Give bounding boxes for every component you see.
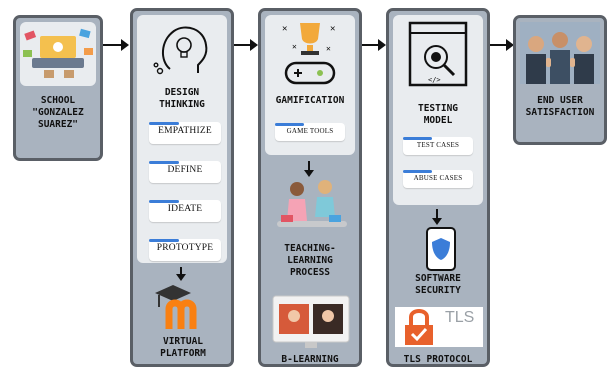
testing-model-panel: </> TESTING MODEL TEST CASES ABUSE CASES xyxy=(393,15,483,205)
game-tools-pill: GAME TOOLS xyxy=(275,123,345,141)
laptop-books-icon xyxy=(23,28,93,78)
school-box: SCHOOL "GONZALEZ SUAREZ" xyxy=(13,15,103,161)
arrow-school-to-design xyxy=(103,39,129,51)
arrow-testing-to-security xyxy=(432,209,442,225)
svg-text:✕: ✕ xyxy=(330,24,335,34)
test-cases-pill: TEST CASES xyxy=(403,137,473,155)
arrow-design-to-gamification xyxy=(234,39,258,51)
thumbs-up-people-icon xyxy=(520,22,600,84)
video-call-monitor-icon xyxy=(272,295,350,348)
svg-text:✕: ✕ xyxy=(282,24,287,34)
end-user-photo-frame xyxy=(520,22,600,84)
gamification-label: GAMIFICATION xyxy=(275,95,345,106)
lightbulb-head-icon xyxy=(153,26,208,75)
arrow-gamification-to-testing xyxy=(362,39,386,51)
step-define-label: DEFINE xyxy=(167,165,203,175)
tls-badge: TLS xyxy=(395,307,483,347)
design-thinking-box: DESIGN THINKING EMPATHIZE DEFINE IDEATE … xyxy=(130,8,234,367)
abuse-cases-pill: ABUSE CASES xyxy=(403,170,473,188)
school-label: SCHOOL "GONZALEZ SUAREZ" xyxy=(32,95,84,130)
bug-test-window-icon: </> xyxy=(408,21,468,87)
gamification-box: ✕ ✕ ✕ ✕ GAMIFICATION GAME TOOLS TEACHING… xyxy=(258,8,362,367)
b-learning-label: B-LEARNING xyxy=(281,354,339,365)
design-thinking-panel: DESIGN THINKING EMPATHIZE DEFINE IDEATE … xyxy=(137,15,227,263)
moodle-logo-icon xyxy=(155,285,197,329)
trophy-gamepad-icon: ✕ ✕ ✕ ✕ xyxy=(282,23,335,85)
step-empathize: EMPATHIZE xyxy=(149,122,221,144)
design-thinking-label: DESIGN THINKING xyxy=(159,87,205,110)
step-prototype-label: PROTOTYPE xyxy=(156,243,214,253)
abuse-cases-label: ABUSE CASES xyxy=(413,174,463,182)
test-cases-label: TEST CASES xyxy=(416,141,460,149)
students-reading-icon xyxy=(277,180,347,227)
arrow-gamification-to-teaching xyxy=(304,161,314,177)
svg-text:✕: ✕ xyxy=(326,44,331,53)
arrow-design-to-platform xyxy=(176,267,186,281)
phone-shield-icon xyxy=(426,227,456,271)
step-empathize-label: EMPATHIZE xyxy=(158,126,212,136)
step-define: DEFINE xyxy=(149,161,221,183)
testing-model-label: TESTING MODEL xyxy=(417,103,459,126)
teaching-learning-label: TEACHING- LEARNING PROCESS xyxy=(284,243,336,278)
school-icon-frame xyxy=(20,22,96,86)
arrow-testing-to-enduser xyxy=(490,39,514,51)
tls-badge-text: TLS xyxy=(445,309,475,326)
padlock-icon xyxy=(405,309,433,345)
gamification-panel: ✕ ✕ ✕ ✕ GAMIFICATION GAME TOOLS xyxy=(265,15,355,155)
game-tools-label: GAME TOOLS xyxy=(286,127,334,135)
virtual-platform-label: VIRTUAL PLATFORM xyxy=(160,336,206,359)
svg-text:✕: ✕ xyxy=(292,42,297,51)
svg-text:</>: </> xyxy=(428,76,441,84)
end-user-box: END USER SATISFACTION xyxy=(513,15,607,145)
step-ideate: IDEATE xyxy=(149,200,221,222)
step-ideate-label: IDEATE xyxy=(167,204,203,214)
testing-model-box: </> TESTING MODEL TEST CASES ABUSE CASES… xyxy=(386,8,490,367)
step-prototype: PROTOTYPE xyxy=(149,239,221,261)
tls-protocol-label: TLS PROTOCOL xyxy=(403,354,473,365)
end-user-label: END USER SATISFACTION xyxy=(525,95,595,118)
software-security-label: SOFTWARE SECURITY xyxy=(415,273,461,296)
